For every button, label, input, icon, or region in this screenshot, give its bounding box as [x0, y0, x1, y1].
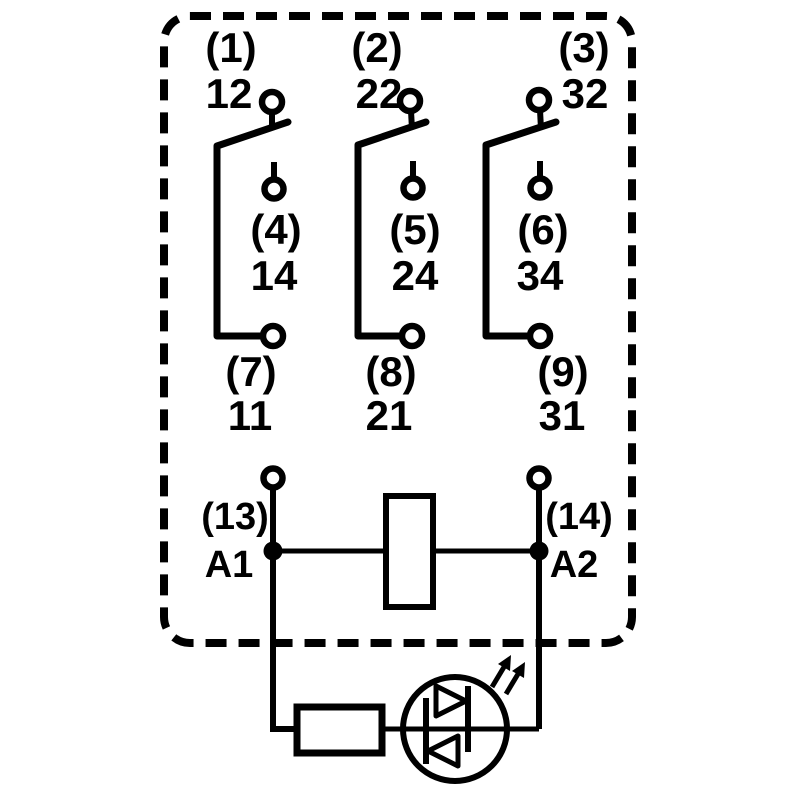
pin-label: (7)	[225, 348, 276, 395]
pin-label: (4)	[250, 206, 301, 253]
terminal-label: A1	[205, 544, 254, 586]
terminal-label: 11	[228, 392, 272, 439]
no-terminal-circle	[261, 176, 287, 202]
pole-3-contact: (3) 32 (6) 34 (9) 31	[482, 24, 610, 439]
common-terminal-circle	[259, 322, 287, 350]
coil-circuit: (13) A1 (14) A2	[201, 465, 613, 732]
pin-label: (5)	[389, 206, 440, 253]
a1-junction-dot	[263, 541, 283, 561]
pole-2-contact: (2) 22 (5) 24 (8) 21	[351, 24, 440, 439]
a2-junction-dot	[529, 541, 549, 561]
nc-terminal-circle	[525, 86, 553, 114]
pin-label: (6)	[517, 206, 568, 253]
diode-right-icon	[433, 683, 469, 719]
no-terminal-circle	[527, 175, 553, 201]
pin-label: (3)	[558, 24, 609, 71]
terminal-label: 31	[539, 392, 586, 439]
resistor-symbol	[293, 703, 386, 757]
no-terminal-circle	[400, 175, 426, 201]
pin-label: (14)	[545, 496, 613, 538]
pin-label: (13)	[201, 496, 269, 538]
arrow-shaft	[489, 665, 507, 689]
a1-terminal-circle	[260, 465, 286, 491]
terminal-label: 34	[517, 252, 564, 299]
pin-label: (2)	[351, 24, 402, 71]
switch-arm-and-common-wire	[354, 118, 430, 340]
terminal-label: 21	[366, 392, 413, 439]
switch-arm-and-common-wire	[482, 118, 560, 340]
nc-terminal-circle	[396, 87, 424, 115]
a1-wire	[270, 487, 299, 732]
terminal-label: A2	[550, 544, 599, 586]
arrow-shaft	[503, 672, 521, 696]
indicator-circuit	[293, 655, 539, 784]
pin-label: (9)	[537, 348, 588, 395]
terminal-label: 12	[206, 70, 253, 117]
switch-arm-and-common-wire	[213, 118, 292, 340]
arrow-head	[498, 655, 511, 671]
pole-1-contact: (1) 12 (4) 14 (7) 11	[205, 24, 301, 439]
arrow-head	[512, 662, 525, 678]
a2-terminal-circle	[526, 465, 552, 491]
pin-label: (1)	[205, 24, 256, 71]
terminal-label: 32	[562, 70, 609, 117]
terminal-label: 22	[356, 70, 403, 117]
relay-outline-dashed-border	[160, 12, 636, 647]
pin-label: (8)	[365, 348, 416, 395]
light-emission-arrows-icon	[489, 655, 525, 696]
terminal-label: 24	[392, 252, 439, 299]
coil-symbol	[383, 493, 436, 610]
common-terminal-circle	[526, 322, 554, 350]
common-terminal-circle	[398, 322, 426, 350]
terminal-label: 14	[251, 252, 298, 299]
diode-left-icon	[425, 733, 461, 769]
nc-terminal-circle	[258, 88, 286, 116]
